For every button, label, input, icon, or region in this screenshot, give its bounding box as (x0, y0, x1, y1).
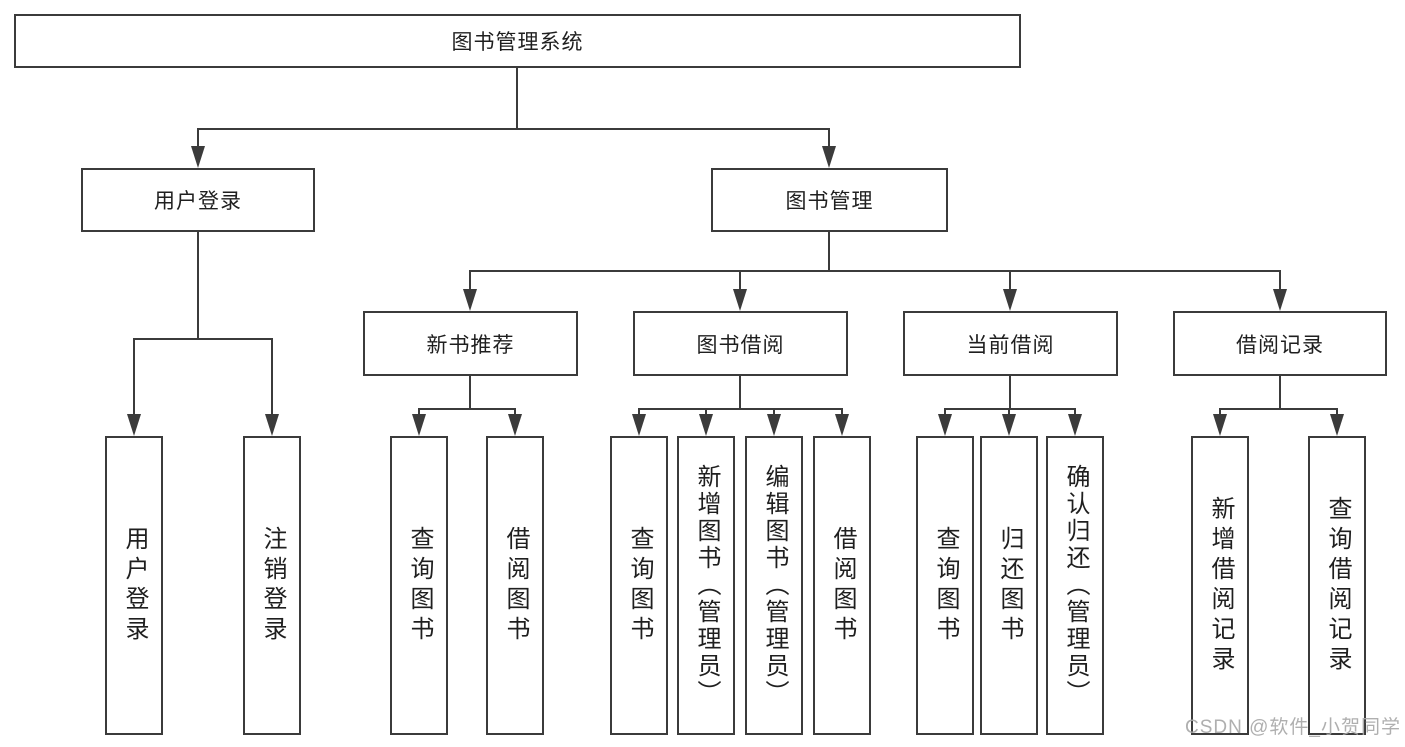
node-user-login-label: 用户登录 (154, 190, 242, 213)
node-br-query-record-label: 查询借阅记录 (1324, 495, 1351, 676)
node-current-borrow: 当前借阅 (903, 311, 1118, 376)
node-logout-label: 注销登录 (259, 525, 286, 646)
node-user-login: 用户登录 (81, 168, 315, 232)
node-root-label: 图书管理系统 (451, 31, 584, 54)
node-br-query-record: 查询借阅记录 (1308, 436, 1366, 735)
node-rec-borrow-books-label: 借阅图书 (502, 525, 529, 646)
node-cb-confirm-return: 确认归还（管理员） (1046, 436, 1104, 735)
connector-line (828, 232, 830, 270)
connector-line (1008, 408, 1010, 416)
connector-line (944, 408, 1076, 410)
connector-line (1219, 408, 1338, 410)
node-borrow-records-label: 借阅记录 (1236, 333, 1324, 357)
node-cb-return-books: 归还图书 (980, 436, 1038, 735)
arrow-down-icon (265, 414, 279, 436)
node-rec-query-books: 查询图书 (390, 436, 448, 735)
node-cb-query-books-label: 查询图书 (932, 525, 959, 646)
node-login-label: 用户登录 (121, 525, 148, 646)
arrow-down-icon (632, 414, 646, 436)
connector-line (1279, 376, 1281, 408)
node-current-borrow-label: 当前借阅 (966, 333, 1055, 357)
connector-line (1336, 408, 1338, 416)
connector-line (1219, 408, 1221, 416)
arrow-down-icon (191, 146, 205, 168)
arrow-down-icon (1273, 289, 1287, 311)
node-logout: 注销登录 (243, 436, 301, 735)
arrow-down-icon (835, 414, 849, 436)
node-bb-edit-books: 编辑图书（管理员） (745, 436, 803, 735)
node-cb-confirm-return-label: 确认归还（管理员） (1062, 464, 1089, 707)
node-bb-query-books: 查询图书 (610, 436, 668, 735)
arrow-down-icon (1068, 414, 1082, 436)
node-root: 图书管理系统 (14, 14, 1021, 68)
connector-line (418, 408, 516, 410)
node-rec-query-books-label: 查询图书 (406, 525, 433, 646)
arrow-down-icon (463, 289, 477, 311)
node-new-book-recommend: 新书推荐 (363, 311, 578, 376)
node-book-borrow-label: 图书借阅 (696, 333, 785, 357)
node-cb-query-books: 查询图书 (916, 436, 974, 735)
arrow-down-icon (699, 414, 713, 436)
node-borrow-records: 借阅记录 (1173, 311, 1387, 376)
connector-line (197, 232, 199, 338)
node-cb-return-books-label: 归还图书 (996, 525, 1023, 646)
node-br-add-record-label: 新增借阅记录 (1207, 495, 1234, 676)
node-bb-add-books: 新增图书（管理员） (677, 436, 735, 735)
node-book-management-label: 图书管理 (785, 190, 874, 213)
connector-line (773, 408, 775, 416)
arrow-down-icon (1213, 414, 1227, 436)
arrow-down-icon (1330, 414, 1344, 436)
node-bb-edit-books-label: 编辑图书（管理员） (761, 464, 788, 707)
connector-line (944, 408, 946, 416)
arrow-down-icon (938, 414, 952, 436)
node-bb-borrow-books-label: 借阅图书 (829, 525, 856, 646)
node-book-management: 图书管理 (711, 168, 948, 232)
arrow-down-icon (412, 414, 426, 436)
connector-line (638, 408, 640, 416)
connector-line (705, 408, 707, 416)
connector-line (739, 270, 741, 292)
connector-line (514, 408, 516, 416)
arrow-down-icon (733, 289, 747, 311)
node-bb-add-books-label: 新增图书（管理员） (693, 464, 720, 707)
connector-line (828, 128, 830, 152)
connector-line (469, 270, 471, 292)
connector-line (1279, 270, 1281, 292)
connector-line (739, 376, 741, 408)
connector-line (1009, 376, 1011, 408)
arrow-down-icon (1003, 289, 1017, 311)
connector-line (197, 128, 199, 152)
node-br-add-record: 新增借阅记录 (1191, 436, 1249, 735)
watermark: CSDN @软件_小贺同学 (1185, 717, 1401, 738)
connector-line (133, 338, 273, 340)
node-bb-borrow-books: 借阅图书 (813, 436, 871, 735)
connector-line (638, 408, 843, 410)
arrow-down-icon (508, 414, 522, 436)
connector-line (418, 408, 420, 416)
node-book-borrow: 图书借阅 (633, 311, 848, 376)
connector-line (197, 128, 830, 130)
node-bb-query-books-label: 查询图书 (626, 525, 653, 646)
node-rec-borrow-books: 借阅图书 (486, 436, 544, 735)
connector-line (516, 68, 518, 128)
connector-line (469, 376, 471, 408)
connector-line (469, 270, 1281, 272)
connector-line (1074, 408, 1076, 416)
node-login: 用户登录 (105, 436, 163, 735)
node-new-book-recommend-label: 新书推荐 (426, 333, 515, 357)
arrow-down-icon (1002, 414, 1016, 436)
arrow-down-icon (767, 414, 781, 436)
connector-line (841, 408, 843, 416)
connector-line (271, 338, 273, 416)
arrow-down-icon (127, 414, 141, 436)
arrow-down-icon (822, 146, 836, 168)
connector-line (1009, 270, 1011, 292)
connector-line (133, 338, 135, 416)
